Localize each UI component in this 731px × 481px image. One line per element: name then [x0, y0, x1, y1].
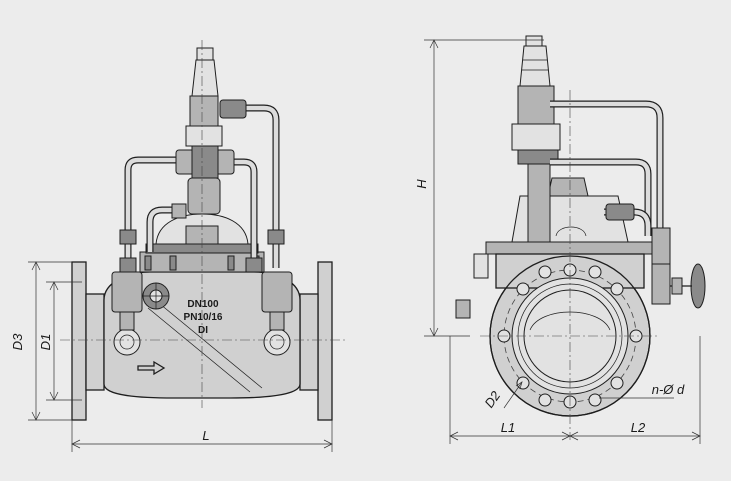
dimension-d3-label: D3	[10, 333, 25, 350]
handwheel-icon	[142, 282, 170, 310]
flow-arrow-icon	[137, 360, 166, 376]
dimension-d1-label: D1	[38, 334, 53, 351]
marking-size: DN100	[187, 299, 219, 310]
front-dimensions	[28, 261, 333, 452]
pilot-tubing	[124, 104, 280, 268]
dimension-l-label: L	[202, 428, 209, 443]
side-view	[455, 35, 706, 440]
right-flange	[317, 261, 333, 421]
seat-line-a	[147, 307, 251, 393]
side-handwheel-icon	[670, 263, 706, 309]
front-view: DN100 PN10/16 DI	[60, 40, 345, 421]
dimension-d2-label: D2	[481, 388, 503, 411]
pilot-valve-icon	[175, 47, 247, 215]
right-pipe-end	[299, 293, 319, 391]
left-pipe-end	[85, 293, 105, 391]
side-pilot-column	[511, 35, 561, 243]
dimension-l2-label: L2	[631, 420, 646, 435]
side-fittings	[455, 203, 671, 319]
side-dimensions	[424, 39, 701, 444]
tube-fittings	[119, 203, 285, 273]
dimension-h-label: H	[414, 179, 429, 189]
dimension-bolt-holes-label: n-Ø d	[652, 382, 685, 397]
side-tubing	[550, 100, 664, 260]
bolt-holes	[497, 263, 643, 409]
dimension-l1-label: L1	[501, 420, 515, 435]
left-flange	[71, 261, 87, 421]
side-cap	[547, 177, 589, 197]
marking-material: DI	[198, 325, 208, 336]
seat-line-b	[159, 303, 263, 389]
side-bonnet-flange	[485, 241, 661, 255]
side-ball-valves	[111, 271, 293, 356]
marking-pressure: PN10/16	[184, 312, 223, 323]
side-cover-arc	[555, 226, 587, 237]
